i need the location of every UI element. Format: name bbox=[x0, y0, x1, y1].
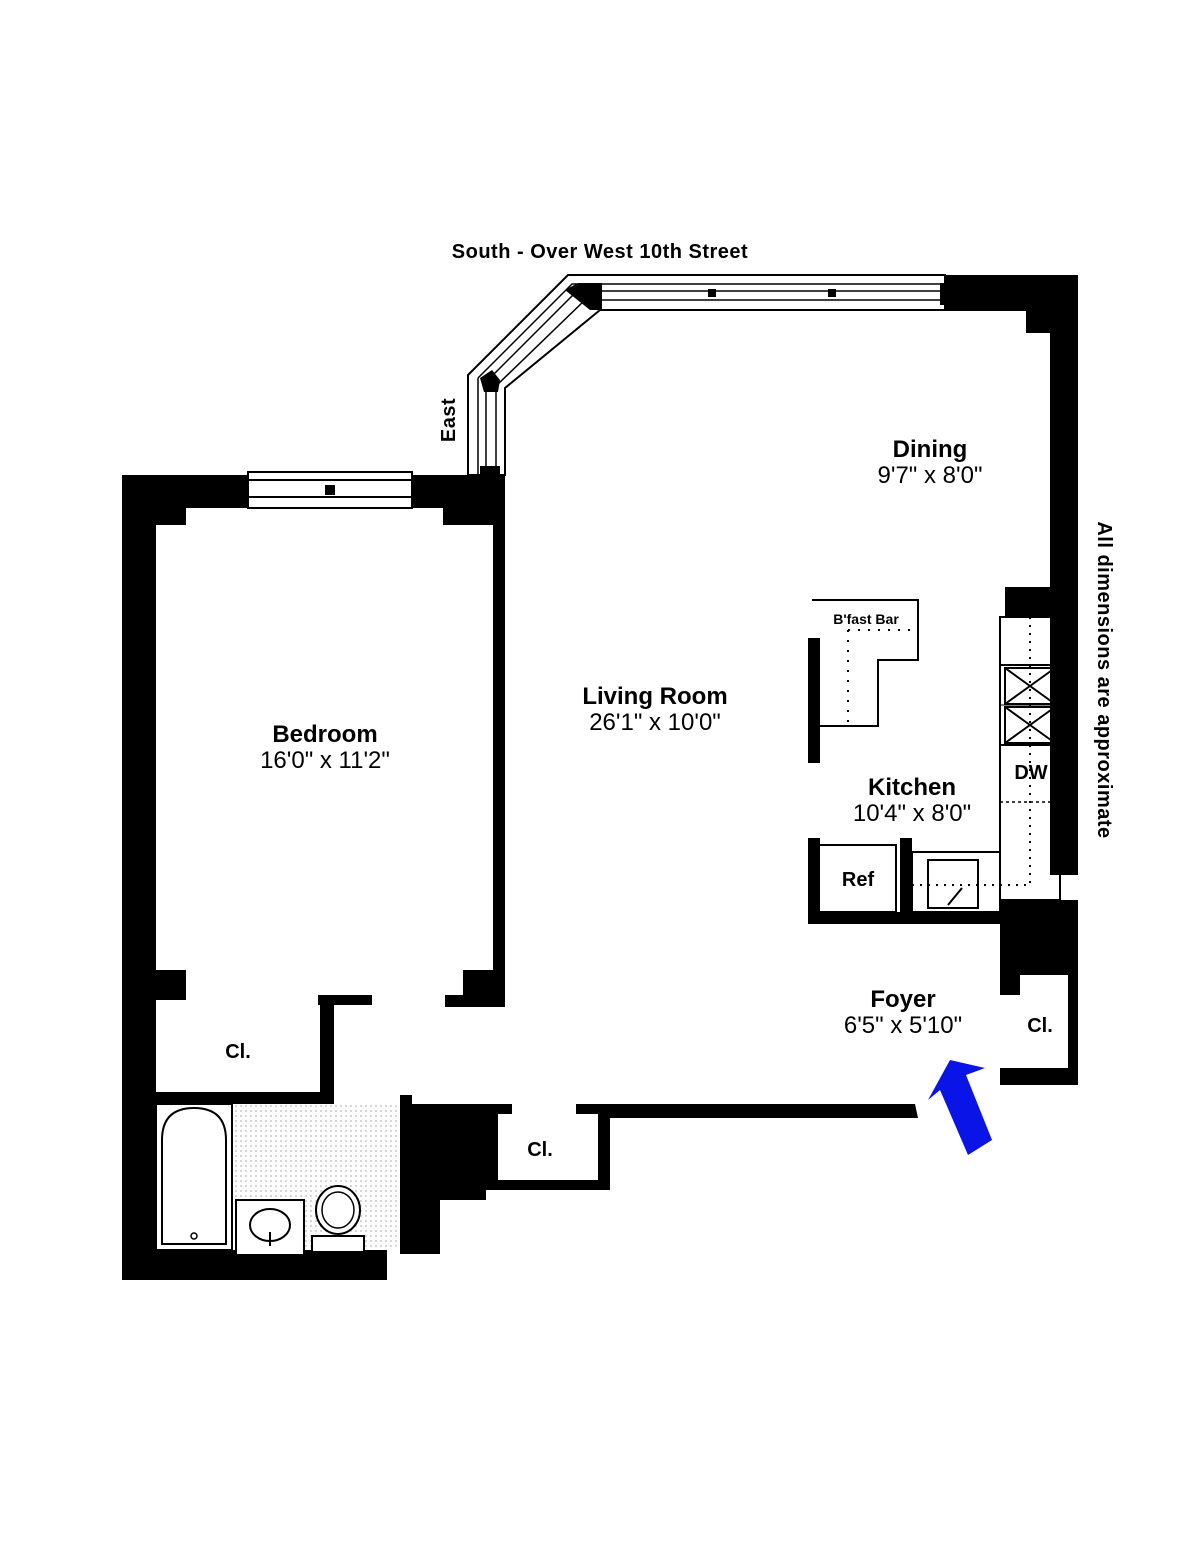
toilet-icon bbox=[311, 1185, 365, 1253]
refrigerator-label: Ref bbox=[842, 869, 875, 891]
bedroom-window bbox=[247, 471, 413, 509]
hall-closet-label: Cl. bbox=[527, 1139, 553, 1161]
foyer-dimensions: 6'5" x 5'10" bbox=[844, 1012, 962, 1039]
dimensions-disclaimer: All dimensions are approximate bbox=[1093, 521, 1115, 838]
south-orientation-label: South - Over West 10th Street bbox=[452, 241, 748, 263]
east-orientation-label: East bbox=[438, 398, 460, 442]
living-room-dimensions: 26'1" x 10'0" bbox=[589, 709, 721, 736]
entry-arrow-icon bbox=[928, 1060, 992, 1155]
dining-dimensions: 9'7" x 8'0" bbox=[878, 462, 983, 489]
breakfast-bar-label: B'fast Bar bbox=[833, 611, 899, 627]
kitchen-dimensions: 10'4" x 8'0" bbox=[853, 800, 971, 827]
refrigerator-icon bbox=[815, 844, 897, 913]
bay-window bbox=[467, 274, 948, 478]
kitchen-fixtures bbox=[812, 599, 1061, 913]
bedroom-dimensions: 16'0" x 11'2" bbox=[260, 747, 390, 774]
foyer-closet-label: Cl. bbox=[1027, 1015, 1053, 1037]
bedroom-name: Bedroom bbox=[272, 721, 377, 748]
bathtub-icon bbox=[161, 1106, 227, 1245]
bedroom-walls bbox=[122, 475, 505, 1280]
bathroom bbox=[155, 1103, 400, 1256]
living-room-name: Living Room bbox=[582, 683, 727, 710]
bedroom-closet-label: Cl. bbox=[225, 1041, 251, 1063]
main-walls bbox=[387, 275, 1078, 1254]
dishwasher-label: DW bbox=[1014, 762, 1047, 784]
kitchen-name: Kitchen bbox=[868, 774, 956, 801]
foyer-name: Foyer bbox=[870, 986, 935, 1013]
bath-closet-label: Cl. bbox=[407, 1123, 433, 1145]
dining-name: Dining bbox=[893, 436, 968, 463]
stove-icon bbox=[1004, 667, 1056, 744]
